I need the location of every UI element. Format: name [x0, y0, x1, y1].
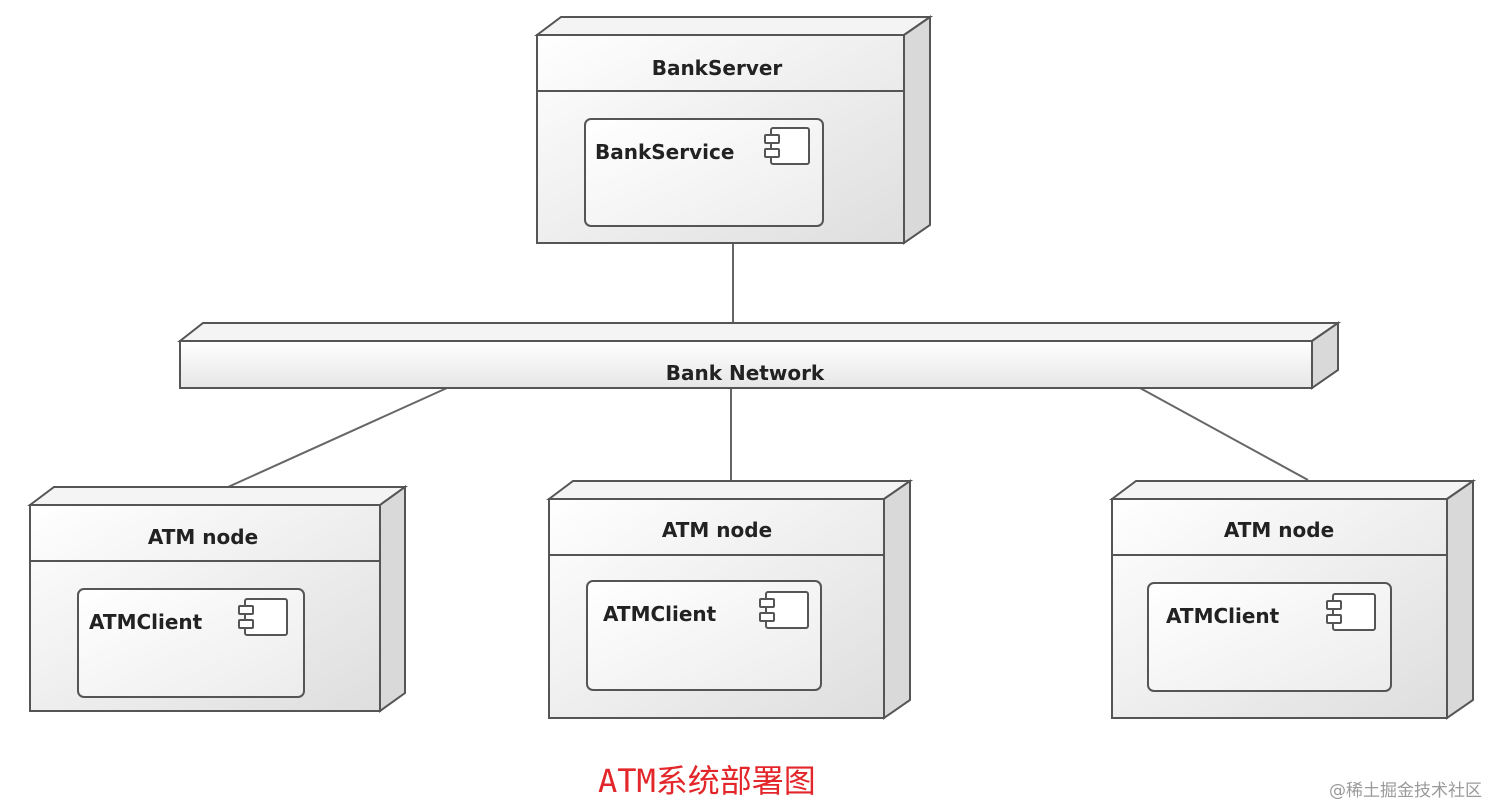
- watermark: @稀土掘金技术社区: [1329, 781, 1482, 801]
- atm-node-3: ATM node ATMClient: [1109, 479, 1477, 720]
- component-icon: [759, 591, 809, 629]
- server-node: BankServer BankService: [534, 15, 934, 245]
- atm-node-3-title: ATM node: [1224, 518, 1334, 542]
- component-icon: [764, 127, 810, 165]
- server-component-box: [584, 118, 824, 227]
- connectors: [227, 243, 1309, 488]
- component-icon: [238, 598, 288, 636]
- atm-node-1-component-label: ATMClient: [89, 610, 203, 634]
- connector-network-atm-1: [227, 387, 448, 488]
- network-node: Bank Network: [177, 321, 1342, 390]
- server-component-label: BankService: [595, 140, 734, 164]
- atm-node-2: ATM node ATMClient: [546, 479, 914, 720]
- server-node-top-face: [534, 16, 934, 36]
- atm-node-3-top-face: [1109, 480, 1477, 500]
- atm-node-1-side-face: [379, 485, 406, 713]
- component-icon: [1326, 593, 1376, 631]
- server-node-side-face: [903, 15, 931, 245]
- atm-node-2-component-label: ATMClient: [603, 602, 717, 626]
- network-top-face: [177, 322, 1342, 342]
- atm-node-2-component-box: [586, 580, 822, 691]
- server-node-title: BankServer: [652, 56, 783, 80]
- network-label: Bank Network: [666, 361, 825, 385]
- atm-node-2-top-face: [546, 480, 914, 500]
- atm-node-3-component-label: ATMClient: [1166, 604, 1280, 628]
- atm-node-2-side-face: [883, 479, 911, 720]
- atm-node-2-title: ATM node: [662, 518, 772, 542]
- connector-network-atm-3: [1139, 387, 1309, 481]
- atm-node-3-side-face: [1446, 479, 1474, 720]
- atm-node-1: ATM node ATMClient: [27, 485, 409, 713]
- network-front-face: [179, 340, 1313, 389]
- atm-node-1-top-face: [27, 486, 409, 506]
- atm-node-1-title: ATM node: [148, 525, 258, 549]
- diagram-caption: ATM系统部署图: [598, 762, 816, 800]
